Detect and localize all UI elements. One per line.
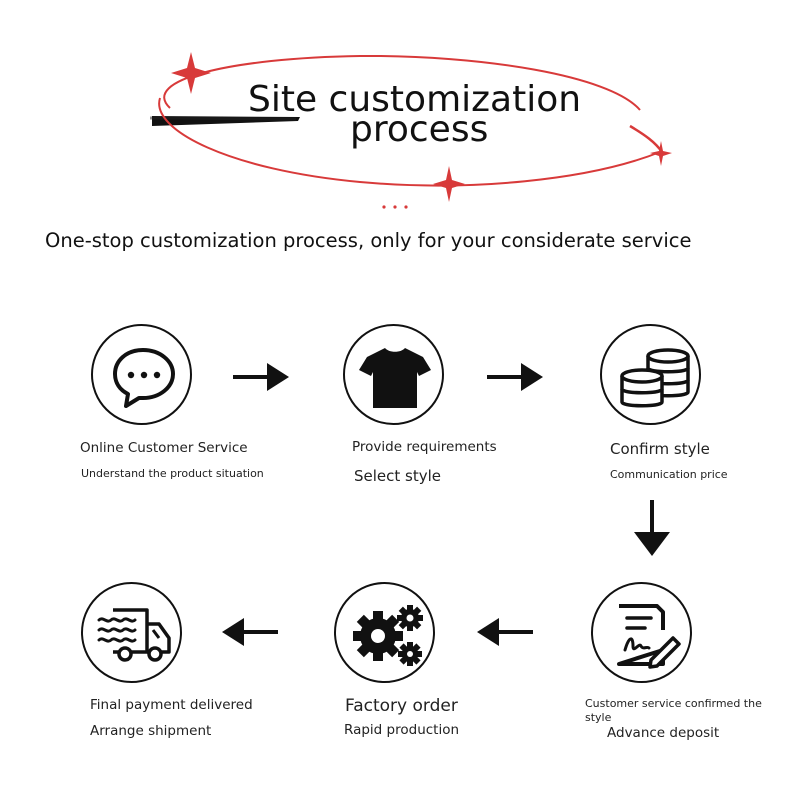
step-6-detail: Arrange shipment — [90, 723, 212, 739]
decor-dot — [382, 205, 386, 209]
step-1-title: Online Customer Service — [80, 440, 248, 456]
red-swoosh-bottom — [158, 97, 661, 187]
sparkle-star-icon — [171, 52, 211, 94]
step-2-title: Provide requirements — [352, 439, 497, 455]
step-6-title: Final payment delivered — [90, 697, 253, 713]
step-1-circle — [91, 324, 192, 425]
step-2-circle — [343, 324, 444, 425]
tshirt-icon — [359, 348, 431, 408]
chat-bubble-icon — [113, 348, 175, 408]
decor-dot — [393, 205, 397, 209]
sparkle-star-icon — [433, 166, 465, 202]
step-2-detail: Select style — [354, 467, 442, 485]
page-title-line-1: Site customization — [248, 79, 582, 120]
signed-document-icon — [617, 604, 681, 669]
arrow-left-icon — [477, 618, 533, 646]
gears-icon — [353, 605, 423, 666]
step-5-circle — [334, 582, 435, 683]
arrow-right-icon — [487, 363, 543, 391]
step-4-detail: Advance deposit — [607, 725, 720, 741]
step-5-title: Factory order — [345, 696, 458, 716]
step-1-detail: Understand the product situation — [81, 467, 264, 480]
step-5-detail: Rapid production — [344, 722, 460, 738]
step-4-title: Customer service confirmed the style — [585, 697, 762, 724]
step-3-detail: Communication price — [610, 468, 728, 481]
header-decoration — [149, 52, 672, 209]
red-swoosh-top — [163, 54, 641, 111]
step-3-circle — [600, 324, 701, 425]
step-4-circle — [591, 582, 692, 683]
delivery-truck-icon — [97, 608, 171, 662]
coins-stack-icon — [620, 348, 690, 408]
arrow-right-icon — [233, 363, 289, 391]
arrow-left-icon — [222, 618, 278, 646]
page-subtitle: One-stop customization process, only for… — [45, 229, 692, 252]
decor-dot — [404, 205, 408, 209]
page-title-line-2: process — [350, 109, 489, 150]
arrow-down-icon — [634, 500, 670, 556]
sparkle-star-icon — [650, 141, 672, 166]
step-6-circle — [81, 582, 182, 683]
step-3-title: Confirm style — [610, 440, 710, 458]
